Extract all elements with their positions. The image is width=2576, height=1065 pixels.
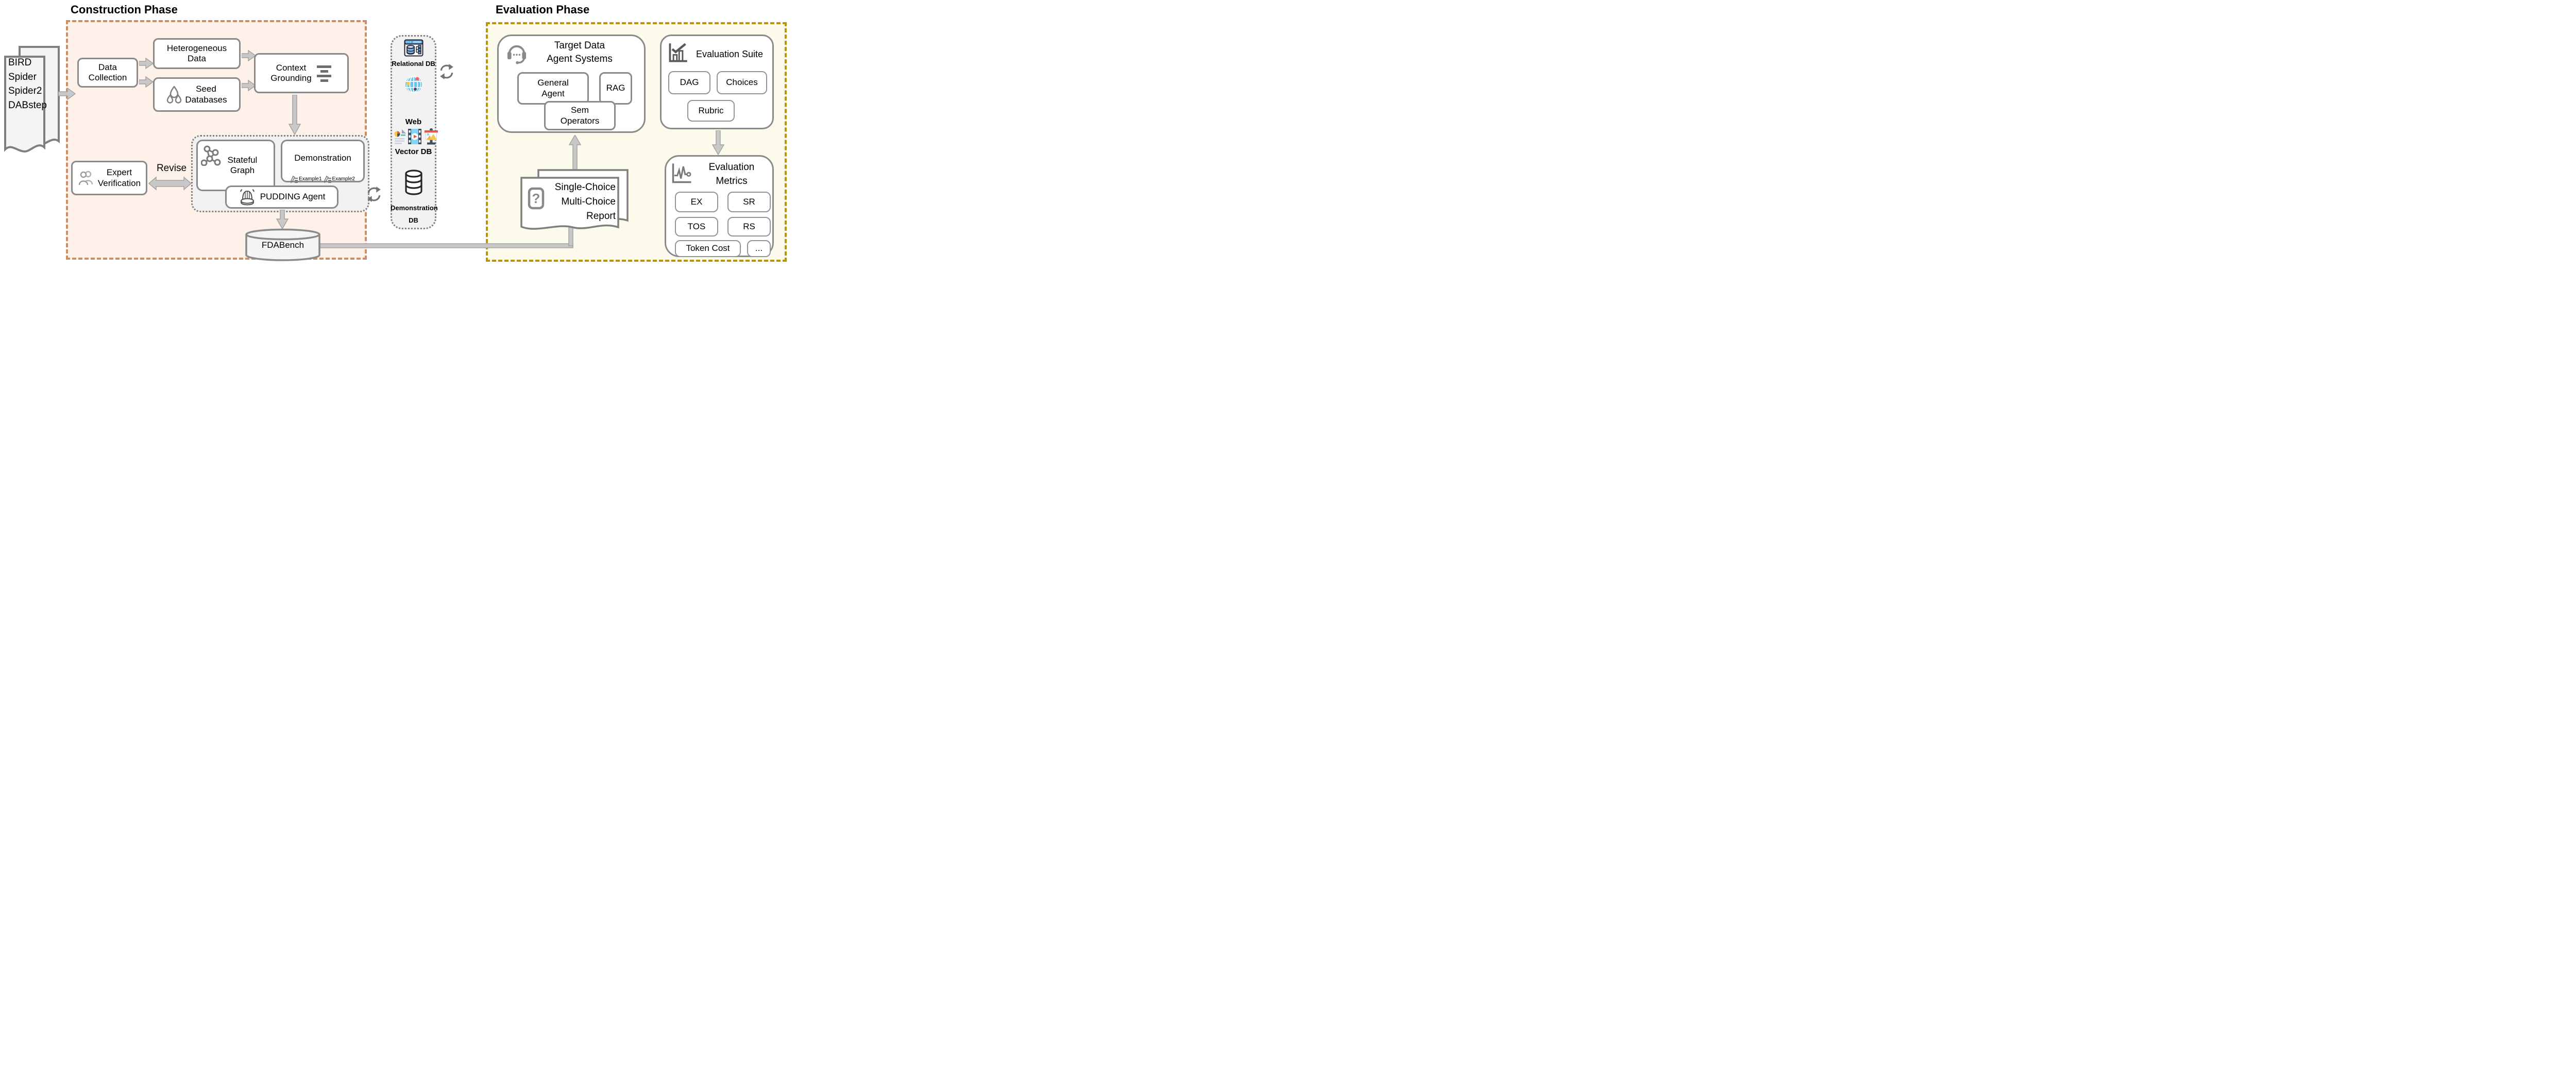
arrow-context-to-graph [289,95,301,135]
more-metrics-node: ... [747,240,771,257]
pudding-agent-node: PUDDING Agent [225,185,338,209]
fdabench-cylinder [245,228,320,261]
demonstration-db-icon [405,170,422,195]
web-globe-icon [405,76,422,93]
stateful-graph-node: Stateful Graph [196,140,275,191]
report-pages: ? [520,169,629,230]
seed-databases-label: Seed Databases [185,84,227,105]
sync-icon [367,187,381,202]
pencil-note-icon [291,175,298,183]
dag-node: DAG [668,71,710,94]
revise-double-arrow [148,176,192,191]
diagram-canvas: Construction Phase Evaluation Phase BIRD… [0,0,791,266]
demonstration-node: Demonstration Example1 Example2 [281,140,365,204]
experts-icon [78,171,93,185]
pencil-note-icon [324,175,331,183]
arrow-collection-to-heterogeneous [139,58,154,69]
droplets-icon [167,86,182,104]
expert-verification-label: Expert Verification [97,167,141,188]
arrow-agent-to-fdabench [276,210,289,229]
graph-icon [201,145,221,166]
context-grounding-label: Context Grounding [270,62,312,83]
benchmark-source-list: BIRD Spider Spider2 DABstep [8,57,47,111]
tos-metric-node: TOS [675,217,718,236]
context-grounding-node: Context Grounding [254,53,349,93]
construction-phase-title: Construction Phase [71,3,178,16]
expert-verification-node: Expert Verification [71,161,147,195]
seed-databases-node: Seed Databases [153,77,241,112]
arrow-seed-to-context [242,80,256,91]
evaluation-metrics-title: Evaluation Metrics [708,162,755,187]
sem-operators-node: Sem Operators [544,101,616,130]
vector-db-label: Vector DB [395,147,432,156]
token-cost-metric-node: Token Cost [675,240,741,257]
bar-chart-check-icon [669,43,687,62]
headset-icon [507,45,527,64]
arrow-docs-to-collection [58,88,76,100]
doc-chart-icon [394,129,406,144]
data-collection-node: Data Collection [77,58,138,88]
evaluation-suite-title: Evaluation Suite [696,49,764,59]
arrow-report-to-target [569,135,581,171]
relational-db-label: Relational DB [392,60,435,67]
ex-metric-node: EX [675,192,718,212]
svg-text:?: ? [532,191,540,206]
pudding-agent-label: PUDDING Agent [260,192,326,202]
evaluation-phase-title: Evaluation Phase [496,3,590,16]
video-icon [408,129,421,144]
arrow-collection-to-seed [139,76,154,88]
presentation-icon [425,128,438,145]
web-label: Web [405,117,422,126]
report-label: Single-Choice Multi-Choice Report [554,182,616,222]
pudding-icon [240,189,255,205]
target-agent-systems-title: Target Data Agent Systems [547,40,613,64]
choices-node: Choices [717,71,767,94]
general-agent-node: General Agent [517,72,589,105]
demonstration-title: Demonstration [294,153,351,163]
arrow-suite-to-metrics [712,130,724,155]
rs-metric-node: RS [727,217,771,236]
stateful-graph-label: Stateful Graph [227,155,258,175]
relational-db-icon [404,39,423,57]
rubric-node: Rubric [687,100,735,122]
revise-label: Revise [156,163,187,174]
example1-label: Example1 [299,176,322,182]
benchmark-documents-icon [4,46,60,153]
sr-metric-node: SR [727,192,771,212]
arrow-heterogeneous-to-context [242,50,256,61]
sync-icon [440,64,453,79]
pulse-chart-icon [672,163,691,183]
heterogeneous-data-node: Heterogeneous Data [153,38,241,69]
demonstration-db-label: Demonstration DB [391,204,438,225]
rag-node: RAG [599,72,632,105]
text-lines-icon [316,65,331,82]
fdabench-label: FDABench [261,240,304,250]
example2-label: Example2 [332,176,355,182]
